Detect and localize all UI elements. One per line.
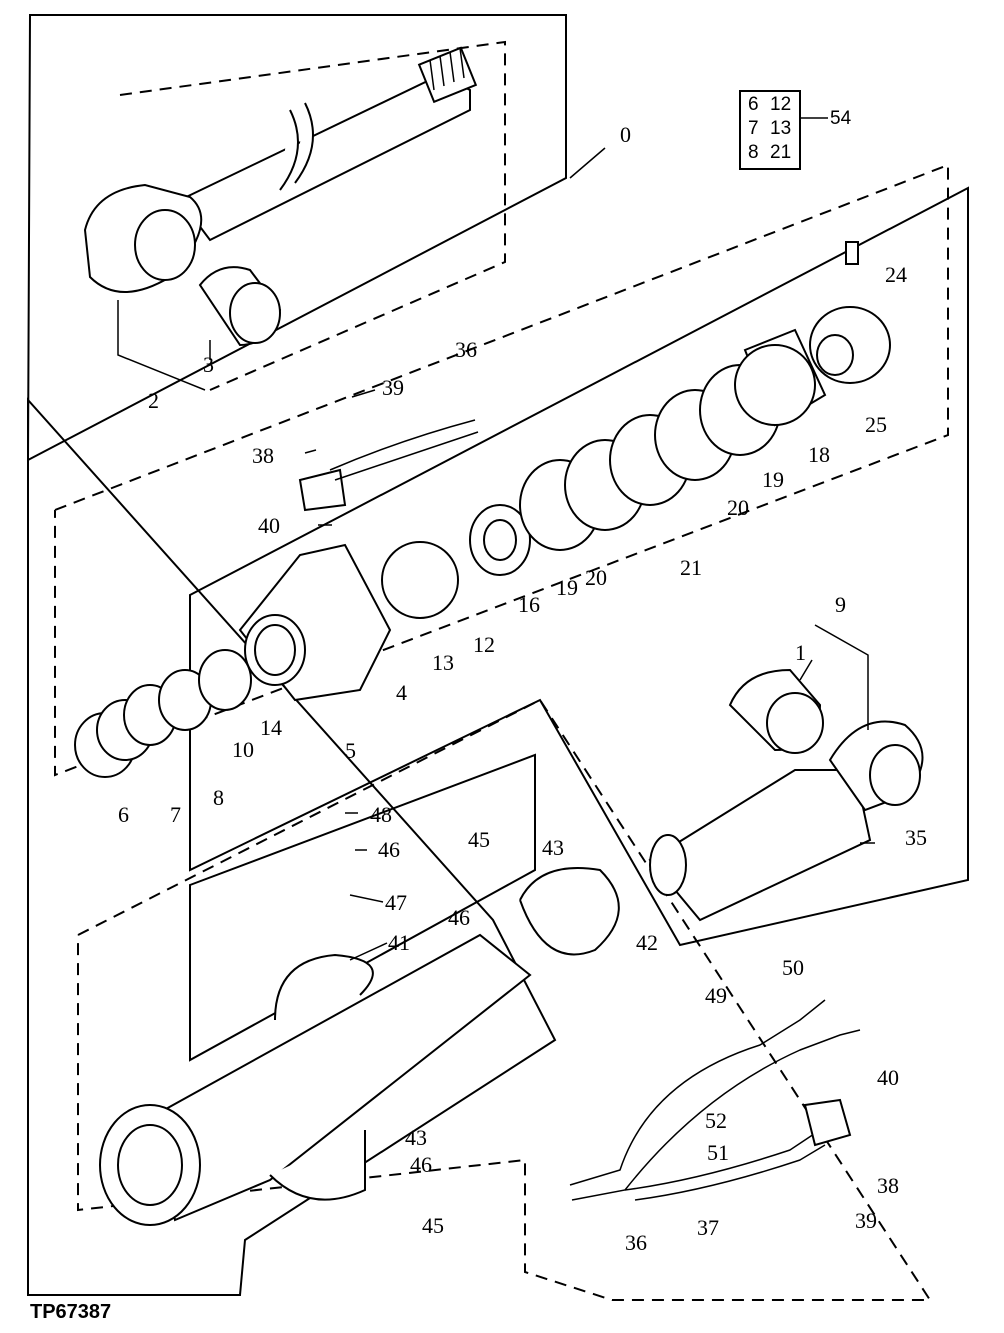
callout-46-a: 46 <box>448 905 470 930</box>
callout-36-b: 36 <box>625 1230 647 1255</box>
callout-10: 10 <box>232 737 254 762</box>
kit-row-2-a: 7 <box>748 118 759 139</box>
piston-rod <box>83 46 478 293</box>
callout-18: 18 <box>808 442 830 467</box>
callout-13: 13 <box>432 650 454 675</box>
seal-group-dashed <box>54 163 949 777</box>
part-callouts: 0 1 2 3 4 5 6 7 8 9 10 12 13 14 16 18 19… <box>118 122 927 1255</box>
set-screw <box>845 241 859 265</box>
callout-42: 42 <box>636 930 658 955</box>
callout-50: 50 <box>782 955 804 980</box>
callout-35: 35 <box>905 825 927 850</box>
callout-49: 49 <box>705 983 727 1008</box>
callout-39-b: 39 <box>855 1208 877 1233</box>
figure-id: TP67387 <box>30 1301 111 1323</box>
cylinder-barrel <box>99 933 532 1226</box>
callout-46-c: 46 <box>410 1152 432 1177</box>
wear-rings <box>381 504 531 619</box>
head-seal-stack <box>74 649 252 778</box>
callout-43-b: 43 <box>405 1125 427 1150</box>
callout-46-b: 46 <box>378 837 400 862</box>
kit-row-2-b: 13 <box>770 118 791 139</box>
callout-1: 1 <box>795 640 806 665</box>
callout-7: 7 <box>170 802 181 827</box>
callout-45-a: 45 <box>468 827 490 852</box>
callout-20-b: 20 <box>727 495 749 520</box>
kit-table: 6 12 7 13 8 21 54 <box>739 90 852 170</box>
callout-6: 6 <box>118 802 129 827</box>
callout-45-b: 45 <box>422 1213 444 1238</box>
callout-8: 8 <box>213 785 224 810</box>
kit-row-3-b: 21 <box>770 142 791 163</box>
callout-40-a: 40 <box>258 513 280 538</box>
callout-0: 0 <box>620 122 631 147</box>
callout-52: 52 <box>705 1108 727 1133</box>
piston <box>734 328 827 427</box>
callout-43-a: 43 <box>542 835 564 860</box>
clamp-group-outline <box>189 753 536 1062</box>
kit-row-1-b: 12 <box>770 94 791 115</box>
hydraulic-lines <box>569 999 861 1201</box>
kit-callout: 54 <box>830 108 852 129</box>
callout-2: 2 <box>148 388 159 413</box>
callout-5: 5 <box>345 738 356 763</box>
barrel-group-outline <box>27 397 557 1296</box>
rod-bushing <box>198 266 282 347</box>
callout-37: 37 <box>697 1215 719 1240</box>
tube-group-outline <box>189 186 969 947</box>
callout-14: 14 <box>260 715 282 740</box>
kit-row-1-a: 6 <box>748 94 759 115</box>
kit-row-3-a: 8 <box>748 142 759 163</box>
rod-inner-dashed <box>119 40 506 391</box>
callout-3: 3 <box>203 352 214 377</box>
callout-19-b: 19 <box>762 467 784 492</box>
callout-38-a: 38 <box>252 443 274 468</box>
callout-21: 21 <box>680 555 702 580</box>
callout-4: 4 <box>396 680 407 705</box>
callout-38-b: 38 <box>877 1173 899 1198</box>
tube-bushing <box>728 668 824 754</box>
callout-39-a: 39 <box>382 375 404 400</box>
leader-lines <box>117 117 875 961</box>
cylinder-head <box>238 543 392 702</box>
callout-20-a: 20 <box>585 565 607 590</box>
callout-16: 16 <box>518 592 540 617</box>
callout-24: 24 <box>885 262 907 287</box>
callout-12: 12 <box>473 632 495 657</box>
callout-36-a: 36 <box>455 337 477 362</box>
piston-nut <box>809 306 891 384</box>
callout-48: 48 <box>370 802 392 827</box>
split-flange-lower <box>803 1098 852 1147</box>
callout-40-b: 40 <box>877 1065 899 1090</box>
split-flange-upper <box>298 419 479 512</box>
callout-25: 25 <box>865 412 887 437</box>
callout-19-a: 19 <box>556 575 578 600</box>
callout-9: 9 <box>835 592 846 617</box>
cylinder-tube-upper <box>648 720 924 922</box>
tube-clamps <box>269 867 620 1201</box>
callout-41: 41 <box>388 930 410 955</box>
rod-group-outline <box>26 14 567 462</box>
callout-47: 47 <box>385 890 407 915</box>
callout-51: 51 <box>707 1140 729 1165</box>
